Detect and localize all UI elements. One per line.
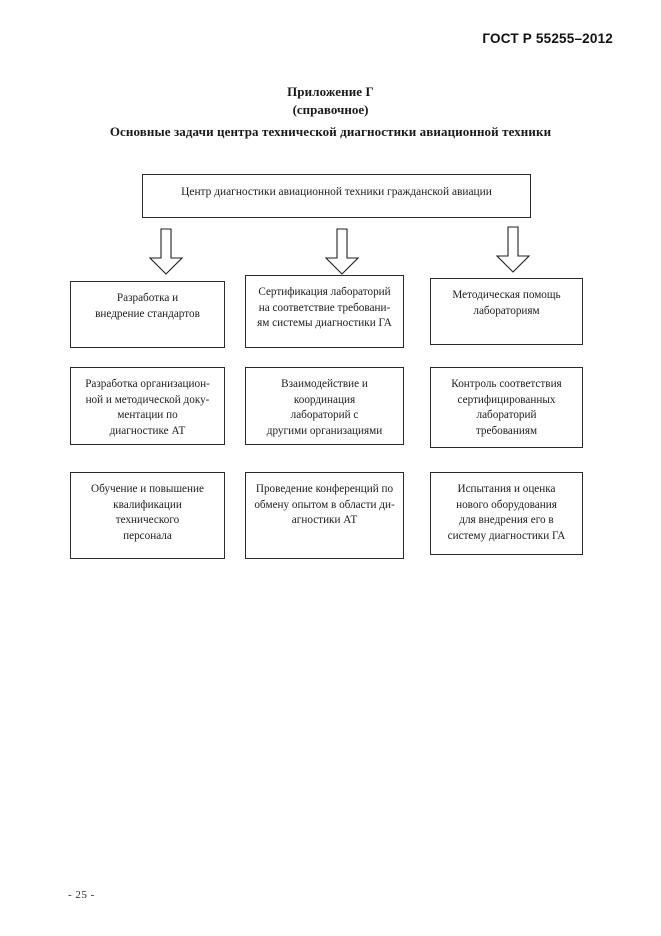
page-title: Основные задачи центра технической диагн… bbox=[109, 124, 552, 139]
page-number: - 25 - bbox=[68, 889, 95, 901]
annex-label: Приложение Г bbox=[287, 84, 374, 99]
diagram-task-label-7: Обучение и повышение квалификации технич… bbox=[91, 483, 204, 542]
diagram-task-label-5: Взаимодействие и координация лабораторий… bbox=[266, 378, 383, 437]
down-arrow-icon-center bbox=[324, 228, 360, 276]
diagram-root-label: Центр диагностики авиационной техники гр… bbox=[181, 186, 492, 198]
diagram-task-node-7: Обучение и повышение квалификации технич… bbox=[70, 472, 225, 559]
diagram-task-node-4: Разработка организацион- ной и методичес… bbox=[70, 367, 225, 445]
diagram-task-label-8: Проведение конференций по обмену опытом … bbox=[254, 483, 395, 526]
diagram-task-node-2: Сертификация лабораторий на соответствие… bbox=[245, 275, 404, 348]
diagram-task-label-4: Разработка организацион- ной и методичес… bbox=[85, 378, 210, 437]
diagram-root-node: Центр диагностики авиационной техники гр… bbox=[142, 174, 531, 218]
diagram-task-node-6: Контроль соответствия сертифицированных … bbox=[430, 367, 583, 448]
diagram-task-node-5: Взаимодействие и координация лабораторий… bbox=[245, 367, 404, 445]
diagram-task-label-6: Контроль соответствия сертифицированных … bbox=[451, 378, 562, 437]
standard-number-header: ГОСТ Р 55255–2012 bbox=[482, 31, 613, 46]
diagram-task-node-3: Методическая помощь лабораториям bbox=[430, 278, 583, 345]
diagram-task-label-3: Методическая помощь лабораториям bbox=[452, 289, 561, 317]
diagram-task-label-1: Разработка и внедрение стандартов bbox=[95, 292, 200, 320]
diagram-task-node-1: Разработка и внедрение стандартов bbox=[70, 281, 225, 348]
down-arrow-icon-right bbox=[495, 226, 531, 274]
diagram-task-label-9: Испытания и оценка нового оборудования д… bbox=[447, 483, 566, 542]
down-arrow-icon-left bbox=[148, 228, 184, 276]
diagram-task-node-8: Проведение конференций по обмену опытом … bbox=[245, 472, 404, 559]
diagram-task-label-2: Сертификация лабораторий на соответствие… bbox=[257, 286, 392, 329]
annex-kind: (справочное) bbox=[292, 102, 369, 117]
diagram-task-node-9: Испытания и оценка нового оборудования д… bbox=[430, 472, 583, 555]
